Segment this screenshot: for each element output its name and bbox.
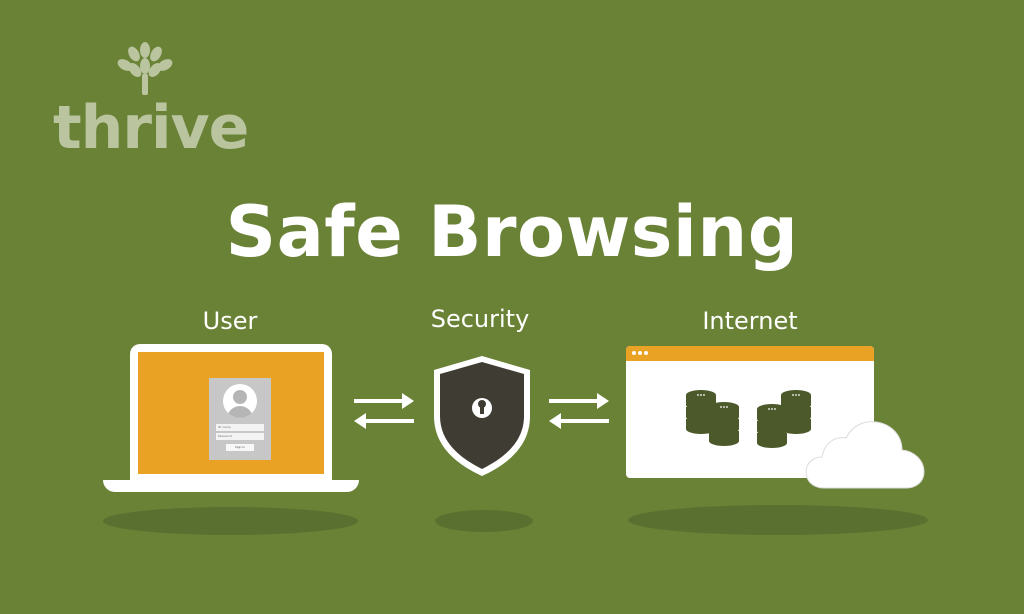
internet-label: Internet: [702, 307, 798, 335]
database-icon: [781, 390, 811, 434]
exchange-arrows-icon: [354, 393, 414, 429]
logo-wordmark: thrive: [53, 93, 249, 163]
sign-in-button: Sign in: [226, 444, 254, 451]
page-title: Safe Browsing: [225, 191, 799, 273]
shield-shadow: [435, 510, 533, 532]
laptop-icon: ID name Password Sign in: [130, 344, 332, 482]
internet-shadow: [628, 505, 928, 535]
laptop-shadow: [103, 507, 358, 535]
database-icon: [686, 390, 716, 434]
exchange-arrows-icon: [549, 393, 609, 429]
shield-lock-icon: [434, 356, 530, 476]
laptop-display: ID name Password Sign in: [138, 352, 324, 474]
login-card: ID name Password Sign in: [209, 378, 271, 460]
database-icon: [709, 402, 739, 446]
browser-title-bar: [626, 346, 874, 361]
password-field: Password: [216, 433, 264, 440]
user-label: User: [202, 307, 258, 335]
database-icon: [757, 404, 787, 448]
tree-icon: [117, 42, 173, 95]
laptop-base: [103, 480, 359, 492]
security-label: Security: [430, 305, 530, 333]
cloud-icon: [805, 421, 925, 489]
id-field: ID name: [216, 424, 264, 431]
avatar-icon: [223, 384, 257, 418]
thrive-logo: thrive: [50, 40, 249, 158]
